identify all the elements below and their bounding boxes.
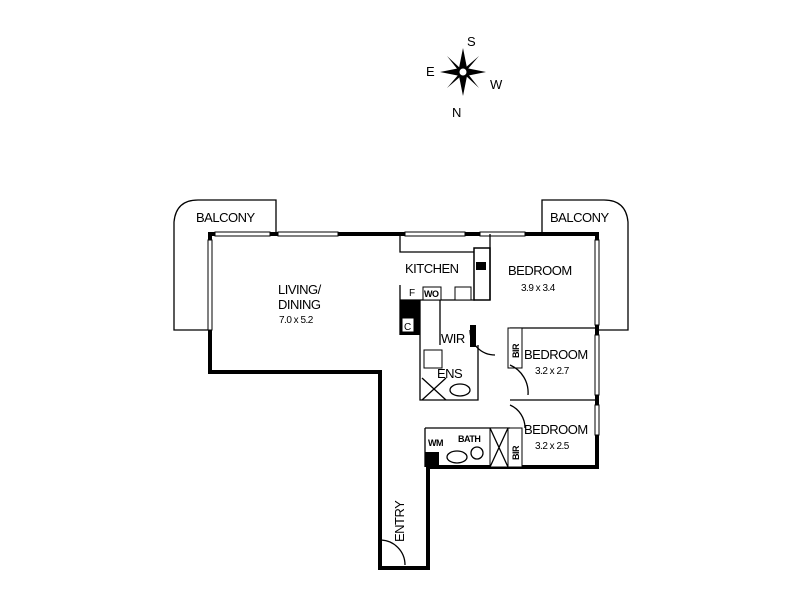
- bedroom2-label: BEDROOM: [524, 347, 588, 362]
- bedroom3-label: BEDROOM: [524, 422, 588, 437]
- wall-oven-label: WO: [424, 289, 439, 299]
- ensuite-label: ENS: [437, 366, 463, 381]
- entry-label: ENTRY: [392, 500, 407, 542]
- wir-label: WIR: [441, 331, 465, 346]
- bedroom1-size: 3.9 x 3.4: [521, 283, 556, 294]
- compass-north: N: [452, 105, 461, 120]
- washing-machine-label: WM: [428, 438, 443, 448]
- bir1-label: BIR: [511, 343, 521, 358]
- compass-south: S: [467, 34, 476, 49]
- balcony-right-outline: [541, 199, 629, 331]
- balcony-left-label: BALCONY: [196, 210, 255, 225]
- cupboard-label: C: [404, 322, 411, 333]
- windows: [207, 231, 600, 436]
- bedroom2-size: 3.2 x 2.7: [535, 366, 570, 377]
- compass-rose-icon: [440, 48, 486, 96]
- living-label-2: DINING: [278, 297, 321, 312]
- balcony-right-label: BALCONY: [550, 210, 609, 225]
- fridge-label: F: [409, 288, 415, 299]
- compass-west: W: [490, 77, 503, 92]
- bedroom3-size: 3.2 x 2.5: [535, 441, 570, 452]
- bir2-label: BIR: [511, 445, 521, 460]
- interior-walls: [379, 234, 597, 566]
- bedroom1-label: BEDROOM: [508, 263, 572, 278]
- living-label-1: LIVING/: [278, 282, 322, 297]
- living-size: 7.0 x 5.2: [279, 315, 314, 326]
- balcony-left-outline: [173, 199, 277, 331]
- bath-label: BATH: [458, 434, 480, 444]
- compass-east: E: [426, 64, 435, 79]
- kitchen-label: KITCHEN: [405, 261, 459, 276]
